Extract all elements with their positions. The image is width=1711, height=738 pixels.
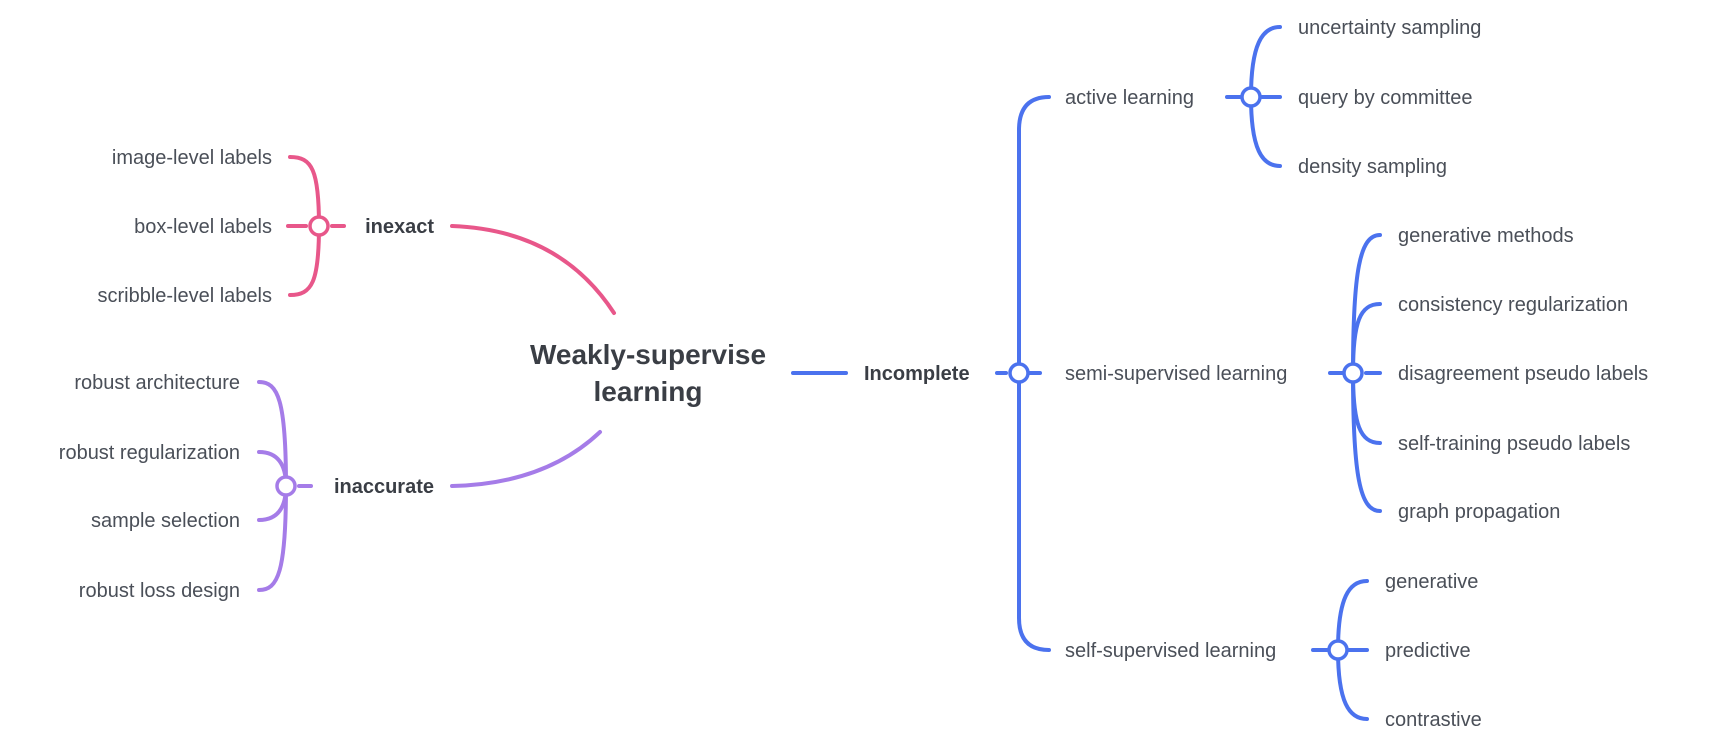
branch-inaccurate-label[interactable]: inaccurate <box>334 476 434 498</box>
inaccurate-node-circle[interactable] <box>275 475 297 497</box>
root-label-line2: learning <box>594 376 703 407</box>
connector-semi-child-4 <box>1351 371 1382 445</box>
active-learning-node-circle[interactable] <box>1240 86 1262 108</box>
subbranch-semi-supervised-learning: semi-supervised learning generative meth… <box>1065 225 1648 523</box>
connector-root-inaccurate <box>450 430 602 488</box>
leaf-self-training-pseudo-labels[interactable]: self-training pseudo labels <box>1398 433 1630 455</box>
leaf-generative-methods[interactable]: generative methods <box>1398 225 1574 247</box>
leaf-contrastive[interactable]: contrastive <box>1385 709 1482 731</box>
incomplete-node-circle[interactable] <box>1008 362 1030 384</box>
branch-inexact: inexact image-level labels box-level lab… <box>97 147 434 307</box>
leaf-robust-loss-design[interactable]: robust loss design <box>79 580 240 602</box>
connector-inaccurate-child-1 <box>257 380 288 488</box>
self-supervised-learning-label[interactable]: self-supervised learning <box>1065 640 1276 662</box>
branch-inaccurate: inaccurate robust architecture robust re… <box>59 372 434 602</box>
inexact-node-circle[interactable] <box>308 215 330 237</box>
branch-inexact-label[interactable]: inexact <box>365 216 434 238</box>
leaf-sample-selection[interactable]: sample selection <box>91 510 240 532</box>
connector-incomplete-self <box>1017 371 1051 652</box>
leaf-graph-propagation[interactable]: graph propagation <box>1398 501 1560 523</box>
connector-root-inexact <box>450 224 616 315</box>
leaf-image-level-labels[interactable]: image-level labels <box>112 147 272 169</box>
connector-semi-child-5 <box>1351 371 1382 513</box>
connector-incomplete-active <box>1017 95 1051 375</box>
leaf-predictive[interactable]: predictive <box>1385 640 1471 662</box>
connector-inaccurate-child-4 <box>257 484 288 592</box>
semi-supervised-learning-label[interactable]: semi-supervised learning <box>1065 363 1287 385</box>
connector-active-child-1 <box>1249 25 1282 99</box>
leaf-generative[interactable]: generative <box>1385 571 1478 593</box>
root-label-line1: Weakly-supervise <box>530 339 766 370</box>
leaf-robust-regularization[interactable]: robust regularization <box>59 442 240 464</box>
leaf-consistency-regularization[interactable]: consistency regularization <box>1398 294 1628 316</box>
root-node[interactable]: Weakly-supervise learning <box>530 339 766 407</box>
leaf-uncertainty-sampling[interactable]: uncertainty sampling <box>1298 17 1481 39</box>
connector-inexact-child-3 <box>288 224 321 297</box>
connector-active-child-3 <box>1249 95 1282 168</box>
active-learning-label[interactable]: active learning <box>1065 87 1194 109</box>
leaf-robust-architecture[interactable]: robust architecture <box>74 372 240 394</box>
leaf-box-level-labels[interactable]: box-level labels <box>134 216 272 238</box>
leaf-density-sampling[interactable]: density sampling <box>1298 156 1447 178</box>
semi-supervised-node-circle[interactable] <box>1342 362 1364 384</box>
branch-incomplete-label[interactable]: Incomplete <box>864 363 970 385</box>
connector-inexact-child-1 <box>288 155 321 228</box>
branch-incomplete: Incomplete active learning uncertainty s… <box>864 17 1648 731</box>
connector-semi-child-2 <box>1351 302 1382 375</box>
subbranch-self-supervised-learning: self-supervised learning generative pred… <box>1065 571 1482 731</box>
self-supervised-node-circle[interactable] <box>1327 639 1349 661</box>
connector-self-child-3 <box>1336 648 1369 721</box>
connector-self-child-1 <box>1336 579 1369 652</box>
leaf-disagreement-pseudo-labels[interactable]: disagreement pseudo labels <box>1398 363 1648 385</box>
leaf-scribble-level-labels[interactable]: scribble-level labels <box>97 285 272 307</box>
subbranch-active-learning: active learning uncertainty sampling que… <box>1065 17 1481 178</box>
leaf-query-by-committee[interactable]: query by committee <box>1298 87 1473 109</box>
